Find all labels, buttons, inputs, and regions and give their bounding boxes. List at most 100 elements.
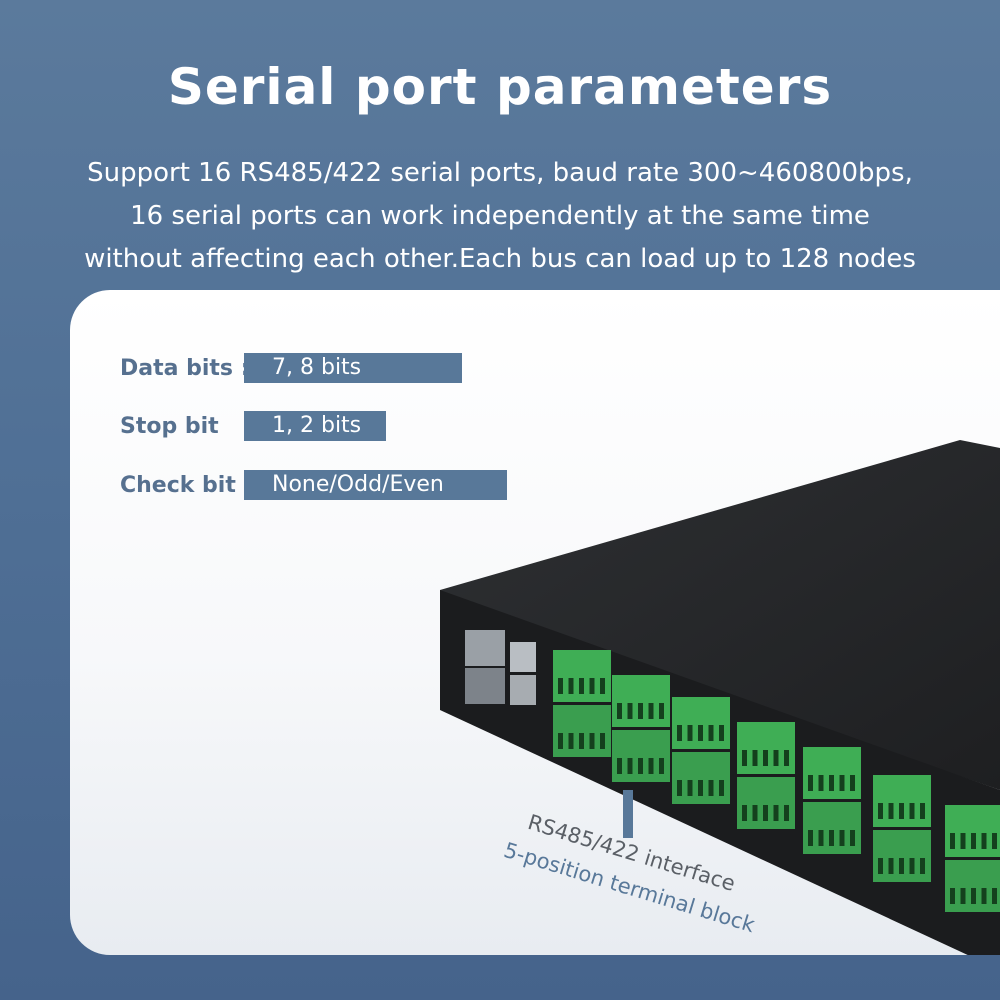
terminal-pin: [659, 703, 664, 719]
terminal-pin: [568, 678, 574, 694]
terminal-pin: [960, 833, 966, 849]
terminal-pin: [617, 758, 622, 774]
terminal-pin: [763, 750, 768, 766]
terminal-pin: [971, 833, 976, 849]
terminal-pin: [899, 803, 904, 819]
terminal-pin: [687, 725, 693, 741]
terminal-pin: [950, 833, 955, 849]
terminal-pin: [981, 888, 987, 904]
terminal-pin: [627, 703, 633, 719]
terminal-pin: [888, 858, 894, 874]
terminal-pin: [698, 725, 703, 741]
terminal-pin: [719, 780, 724, 796]
description: Support 16 RS485/422 serial ports, baud …: [0, 152, 1000, 281]
terminal-block: [672, 697, 730, 749]
description-line: without affecting each other.Each bus ca…: [84, 244, 916, 274]
terminal-pin: [708, 780, 714, 796]
terminal-pin: [899, 858, 904, 874]
terminal-pin: [773, 805, 779, 821]
terminal-pin: [589, 678, 595, 694]
param-label: Stop bit :: [120, 413, 251, 439]
terminal-pin: [719, 725, 724, 741]
terminal-pin: [677, 780, 682, 796]
terminal-block: [672, 752, 730, 804]
terminal-pin: [818, 830, 824, 846]
terminal-pin: [648, 758, 654, 774]
terminal-pin: [981, 833, 987, 849]
param-value: 7, 8 bits: [244, 353, 462, 383]
terminal-block: [873, 775, 931, 827]
description-line: Support 16 RS485/422 serial ports, baud …: [87, 158, 913, 188]
sfp-ports: [465, 630, 536, 705]
terminal-pin: [888, 803, 894, 819]
terminal-pin: [742, 805, 747, 821]
param-stop-bit: Stop bit : 1, 2 bits: [120, 411, 386, 441]
terminal-pin: [839, 775, 845, 791]
terminal-pin: [850, 830, 855, 846]
terminal-pin: [752, 805, 758, 821]
param-data-bits: Data bits : 7, 8 bits: [120, 353, 462, 383]
terminal-block: [737, 777, 795, 829]
terminal-block: [553, 650, 611, 702]
terminal-pin: [909, 803, 915, 819]
terminal-pin: [878, 803, 883, 819]
terminal-pin: [687, 780, 693, 796]
terminal-pin: [971, 888, 976, 904]
terminal-block: [803, 747, 861, 799]
terminal-pin: [742, 750, 747, 766]
param-label: Data bits :: [120, 355, 250, 381]
terminal-block: [873, 830, 931, 882]
terminal-block: [737, 722, 795, 774]
terminal-pin: [829, 830, 834, 846]
param-label: Check bit :: [120, 472, 253, 498]
param-value: 1, 2 bits: [244, 411, 386, 441]
terminal-pin: [909, 858, 915, 874]
terminal-pin: [638, 758, 643, 774]
terminal-block: [553, 705, 611, 757]
terminal-pin: [600, 678, 605, 694]
param-value: None/Odd/Even: [244, 470, 507, 500]
terminal-pin: [617, 703, 622, 719]
terminal-pin: [677, 725, 682, 741]
terminal-pin: [960, 888, 966, 904]
terminal-pin: [818, 775, 824, 791]
terminal-pin: [773, 750, 779, 766]
terminal-pin: [627, 758, 633, 774]
param-check-bit: Check bit : None/Odd/Even: [120, 470, 507, 500]
terminal-pin: [850, 775, 855, 791]
product-card: Data bits : 7, 8 bits Stop bit : 1, 2 bi…: [70, 290, 1000, 955]
terminal-pin: [698, 780, 703, 796]
terminal-pin: [784, 805, 789, 821]
callout-pointer: [623, 790, 633, 838]
serial-server-device-image: [440, 440, 1000, 955]
terminal-pin: [752, 750, 758, 766]
terminal-pin: [808, 775, 813, 791]
terminal-block: [945, 860, 1000, 912]
terminal-pin: [920, 858, 925, 874]
terminal-blocks: [553, 650, 1000, 912]
terminal-pin: [950, 888, 955, 904]
terminal-pin: [808, 830, 813, 846]
terminal-pin: [708, 725, 714, 741]
terminal-pin: [878, 858, 883, 874]
terminal-pin: [829, 775, 834, 791]
terminal-pin: [579, 678, 584, 694]
terminal-pin: [568, 733, 574, 749]
terminal-pin: [659, 758, 664, 774]
terminal-pin: [920, 803, 925, 819]
terminal-pin: [558, 733, 563, 749]
terminal-pin: [784, 750, 789, 766]
terminal-pin: [992, 833, 997, 849]
terminal-block: [803, 802, 861, 854]
terminal-block: [612, 730, 670, 782]
terminal-block: [945, 805, 1000, 857]
terminal-pin: [558, 678, 563, 694]
terminal-pin: [839, 830, 845, 846]
description-line: 16 serial ports can work independently a…: [130, 201, 870, 231]
terminal-pin: [579, 733, 584, 749]
terminal-pin: [992, 888, 997, 904]
terminal-pin: [589, 733, 595, 749]
terminal-pin: [600, 733, 605, 749]
page-title: Serial port parameters: [167, 58, 833, 116]
terminal-pin: [638, 703, 643, 719]
